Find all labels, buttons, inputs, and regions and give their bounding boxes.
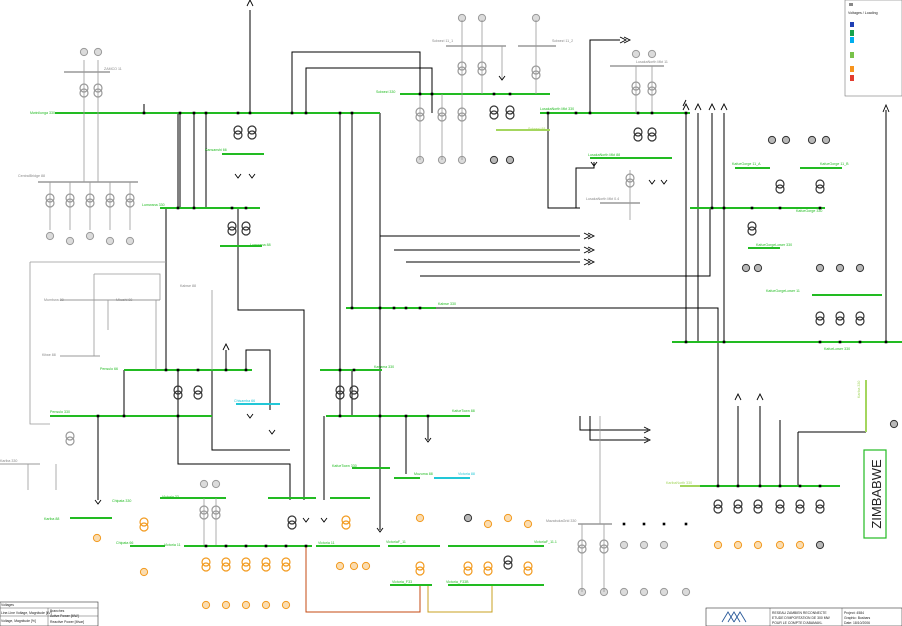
table-cell: Voltage, Magnitude [%] bbox=[1, 619, 36, 623]
load-arrows bbox=[94, 0, 890, 533]
legend: Voltages / Loading bbox=[844, 0, 902, 97]
bus-label: Kitwe 88 bbox=[42, 353, 56, 357]
bus-label: VictoriaF_11.1 bbox=[534, 540, 557, 544]
bus-label: Victoria_F33 bbox=[392, 580, 412, 584]
bus-label: Kabwe 88 bbox=[180, 284, 196, 288]
bus-label: KafueGorgeLower 11 bbox=[766, 289, 800, 293]
connection-lines bbox=[97, 10, 887, 530]
project-label: Project: 4584 bbox=[844, 611, 864, 615]
table-header: Branches bbox=[50, 609, 65, 613]
bus-label: Solwezi 330 bbox=[376, 90, 395, 94]
title-block: RESEAU ZAMBIEN RECONNECTE ETUDE D'IMPORT… bbox=[705, 607, 902, 626]
bus-label: LusakaNorth Mkt 0.4 bbox=[586, 197, 619, 201]
bus-label: Victoria_F33B bbox=[446, 580, 469, 584]
bus-label: Solwezi 11_1 bbox=[432, 39, 453, 43]
date-label: Date: 18/10/2006 bbox=[844, 621, 870, 625]
bus-label: Kariba 330 bbox=[857, 381, 861, 398]
bus-label: Kasama 330 bbox=[374, 365, 394, 369]
bus-label: Victoria 33 bbox=[162, 495, 179, 499]
bus-label: Lumwana 330 bbox=[142, 203, 165, 207]
bus-label: Muzuma 88 bbox=[414, 472, 433, 476]
title-line-1: RESEAU ZAMBIEN RECONNECTE bbox=[772, 611, 827, 615]
table-header: Voltages bbox=[1, 603, 14, 607]
orange-equipment bbox=[92, 513, 805, 610]
bus-label: Kansanshi 66 bbox=[205, 148, 227, 152]
table-cell: Active Power [MW] bbox=[50, 614, 79, 618]
graphic-label: Graphic: Busbars bbox=[844, 616, 870, 620]
bus-label: KafueGorge 330 bbox=[796, 209, 822, 213]
bus-label: Mumbwa 88 bbox=[44, 298, 64, 302]
bus-label: Mkushi 88 bbox=[116, 298, 132, 302]
bus-label: MazabukaGrid 330 bbox=[546, 519, 576, 523]
bus-label: Solwezi 11_2 bbox=[552, 39, 573, 43]
bus-label: VictoriaF_11 bbox=[386, 540, 406, 544]
gray-lines bbox=[27, 20, 653, 592]
bus-label: KafueGorgeLower 330 bbox=[756, 243, 792, 247]
zimbabwe-label: ZIMBABWE bbox=[869, 459, 884, 529]
busbars bbox=[0, 45, 902, 586]
bus-label: LusakaNorth Mkt 88 bbox=[588, 153, 620, 157]
bus-label: Victoria 88 bbox=[458, 472, 475, 476]
bus-label: Lumwana 88 bbox=[250, 243, 271, 247]
title-line-2: ETUDE D'IMPORTATION DE 300 MW bbox=[772, 616, 831, 620]
bus-label: Chipata 330 bbox=[112, 499, 131, 503]
bus-label: KafueGorge 11_A bbox=[732, 162, 761, 166]
bus-label: Pensulo 330 bbox=[50, 410, 70, 414]
legend-swatch bbox=[850, 66, 854, 72]
bus-label: KafueGorge 11_B bbox=[820, 162, 849, 166]
bus-label: LusakaNorth Mkt 11 bbox=[636, 60, 668, 64]
bus-label: KafueLower 330 bbox=[824, 347, 850, 351]
legend-swatch bbox=[850, 30, 854, 36]
table-cell: Reactive Power [Mvar] bbox=[50, 620, 84, 624]
bus-label: Solwezi 88 bbox=[528, 127, 545, 131]
bus-label: KafueTown 88 bbox=[452, 409, 475, 413]
bus-label: Kariba 88 bbox=[44, 517, 59, 521]
legend-swatch bbox=[850, 52, 854, 58]
bus-label: ZAMCO 11 bbox=[104, 67, 122, 71]
bus-label: Chipata 66 bbox=[116, 541, 133, 545]
bus-label: CentralBridge 88 bbox=[18, 174, 45, 178]
bus-label-group: Mwinilunga 330 Kansanshi 66 ZAMCO 11 Cen… bbox=[0, 39, 861, 584]
bus-label: Mwinilunga 330 bbox=[30, 111, 55, 115]
dark-equipment bbox=[173, 105, 899, 570]
gray-equipment bbox=[45, 13, 691, 597]
bus-label: Chisamba 66 bbox=[234, 399, 255, 403]
bus-label: KafueTown 330 bbox=[332, 464, 357, 468]
title-line-3: POUR LE COMPTE D'ABAMAKL bbox=[772, 621, 823, 625]
bus-label: KaribaNorth 330 bbox=[666, 481, 692, 485]
zimbabwe-box: ZIMBABWE bbox=[863, 449, 887, 539]
orange-lines bbox=[305, 410, 867, 613]
bus-label: Pensulo 66 bbox=[100, 367, 118, 371]
bus-label: Kabwe 330 bbox=[438, 302, 456, 306]
legend-table: Voltages Branches Line-Line Voltage, Mag… bbox=[0, 601, 99, 626]
legend-swatch bbox=[850, 22, 854, 27]
bus-label: LusakaNorth Mkt 330 bbox=[540, 107, 574, 111]
bus-label: Kariba 330 bbox=[0, 459, 17, 463]
bus-label: Victoria 11 bbox=[318, 541, 335, 545]
legend-title: Voltages / Loading bbox=[848, 11, 878, 15]
bus-label: Victoria 11 bbox=[164, 543, 181, 547]
table-cell: Line-Line Voltage, Magnitude [kV] bbox=[1, 611, 52, 615]
company-logo bbox=[721, 611, 747, 623]
legend-swatch bbox=[850, 75, 854, 81]
legend-swatch bbox=[850, 37, 854, 43]
